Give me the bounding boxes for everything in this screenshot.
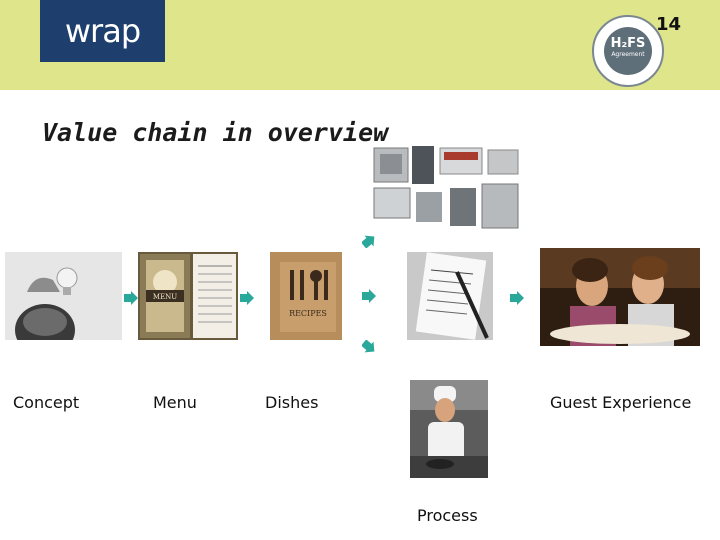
arrow-right-icon [362,289,376,303]
chef-cooking-image [410,380,488,478]
slide-title: Value chain in overview [42,118,389,147]
svg-text:MENU: MENU [153,293,177,301]
recipe-book-image: RECIPES [270,252,342,340]
arrow-right-icon [124,291,138,305]
page-number: 14 [656,14,682,35]
dining-guests-image [540,248,700,346]
label-concept: Concept [13,393,80,412]
label-dishes: Dishes [265,393,319,412]
label-process: Process [417,506,478,525]
arrow-right-icon [240,291,254,305]
order-list-image [407,252,493,340]
kitchen-equipment-image [370,142,522,230]
arrow-up-right-icon [362,235,375,248]
menu-card-image: MENU [138,252,238,340]
label-menu: Menu [153,393,197,412]
hafs-agreement-seal: H₂FS Agreement [592,15,664,87]
header-bar: wrap H₂FS Agreement 14 [0,0,720,90]
label-guest-experience: Guest Experience [550,393,692,412]
arrow-down-right-icon [362,340,375,353]
concept-lightbulb-image [5,252,122,340]
arrow-right-icon [510,291,524,305]
wrap-logo[interactable]: wrap [40,0,165,62]
svg-text:RECIPES: RECIPES [289,309,327,318]
